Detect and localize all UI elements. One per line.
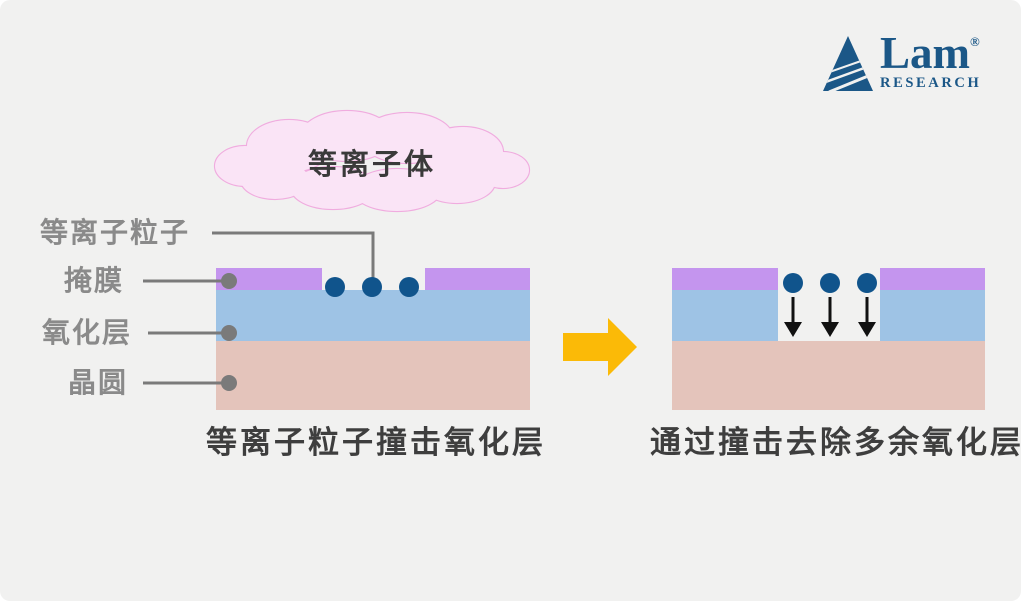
right-mask-segment-left <box>672 268 778 290</box>
plasma-particle-dot <box>820 273 840 293</box>
process-arrow-icon <box>563 318 637 376</box>
logo-registered-mark: ® <box>970 34 980 49</box>
label-plasma-particle: 等离子粒子 <box>40 217 191 248</box>
right-panel-caption: 通过撞击去除多余氧化层 <box>650 425 1021 460</box>
right-wafer-layer <box>672 341 985 410</box>
impact-arrow-head <box>858 322 876 337</box>
plasma-cloud-label: 等离子体 <box>308 147 436 181</box>
right-oxide-segment-right <box>880 290 985 341</box>
label-mask: 掩膜 <box>64 265 125 296</box>
lam-research-logo: Lam® RESEARCH <box>823 31 982 92</box>
left-mask-segment-right <box>425 268 530 290</box>
plasma-particle-dot <box>857 273 877 293</box>
lam-triangle-icon <box>823 35 873 91</box>
left-wafer-layer <box>216 341 530 410</box>
label-oxide: 氧化层 <box>42 317 133 348</box>
logo-brand-text: Lam <box>880 28 970 78</box>
plasma-particle-dot <box>783 273 803 293</box>
label-wafer: 晶圆 <box>68 367 129 398</box>
right-mask-segment-right <box>880 268 985 290</box>
logo-brand: Lam® <box>880 31 980 76</box>
left-mask-segment-left <box>216 268 322 290</box>
impact-arrow-head <box>784 322 802 337</box>
plasma-cloud: 等离子体 <box>213 109 531 213</box>
logo-subtitle: RESEARCH <box>880 75 982 92</box>
impact-arrow-head <box>821 322 839 337</box>
right-oxide-segment-left <box>672 290 778 341</box>
left-panel-caption: 等离子粒子撞击氧化层 <box>206 425 546 460</box>
left-oxide-layer <box>216 290 530 341</box>
